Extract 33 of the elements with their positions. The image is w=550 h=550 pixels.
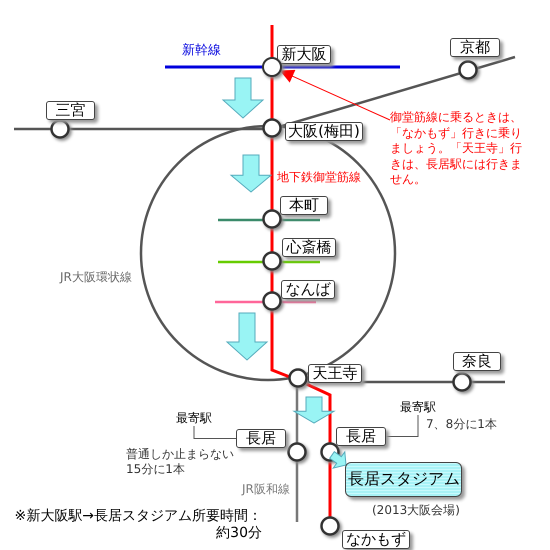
line-name: 新幹線: [182, 43, 221, 59]
service-note: 普通しか止まらない 15分に1本: [126, 447, 235, 477]
block-arrow: [222, 78, 264, 119]
block-arrow: [292, 396, 336, 424]
station-label: 長居: [236, 429, 286, 448]
note-label: 最寄駅: [176, 410, 212, 426]
station-label: なんば: [281, 280, 335, 299]
line-name: 地下鉄御堂筋線: [277, 170, 361, 185]
event-note: (2013大阪会場): [372, 503, 460, 518]
note-text: 御堂筋線に乗るときは、「なかもず」行きに乗りましょう。「天王寺」行きは、長居駅には行きません。: [390, 110, 530, 190]
station-label: 三宮: [46, 101, 95, 120]
leader-line: [194, 426, 236, 439]
destination-box: 長居スタジアム: [345, 462, 462, 497]
block-arrow: [329, 450, 347, 469]
leader-line: [386, 414, 418, 437]
note-label: 最寄駅: [400, 399, 436, 415]
station-marker: [262, 57, 282, 77]
travel-time-note: ※新大阪駅→長居スタジアム所要時間：約30分: [14, 508, 262, 542]
station-label: なかもず: [342, 530, 410, 549]
line-name: JR阪和線: [242, 482, 290, 497]
station-label: 天王寺: [308, 364, 362, 383]
block-arrow: [226, 312, 268, 361]
line-name: JR大阪環状線: [60, 270, 132, 285]
station-label: 京都: [450, 38, 500, 57]
service-note: 7、8分に1本: [426, 417, 497, 432]
station-label: 奈良: [453, 352, 501, 371]
block-arrow: [230, 154, 272, 193]
station-label: 本町: [280, 196, 328, 215]
station-label: 長居: [336, 427, 386, 446]
station-label: 心斎橋: [282, 238, 336, 257]
station-label: 大阪(梅田): [285, 122, 363, 141]
station-label: 新大阪: [277, 45, 331, 64]
arrow: [280, 70, 390, 120]
